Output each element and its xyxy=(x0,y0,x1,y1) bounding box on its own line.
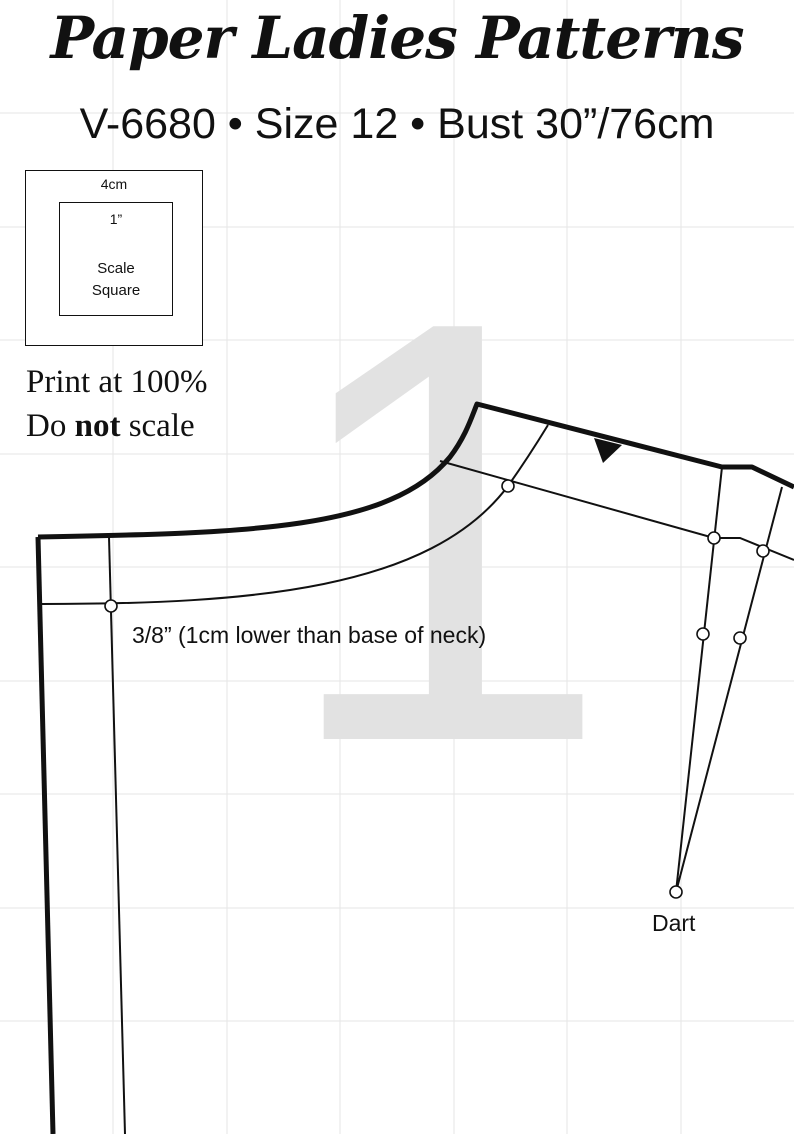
neckline-note: 3/8” (1cm lower than base of neck) xyxy=(132,622,487,648)
scale-square-outer: 4cm 1” Scale Square xyxy=(25,170,203,346)
dart-leg-left xyxy=(675,466,723,893)
cutting-line-neckline xyxy=(37,401,794,540)
print-note-line1: Print at 100% xyxy=(26,364,208,400)
dart-label: Dart xyxy=(652,910,696,936)
marker-neck-shoulder xyxy=(501,479,515,493)
cutting-line-center-front xyxy=(35,536,56,1134)
scale-inner-label: 1” xyxy=(109,211,123,227)
scale-outer-label: 4cm xyxy=(100,176,128,192)
notch-marker xyxy=(594,438,622,463)
print-note-suffix: scale xyxy=(120,408,195,444)
marker-dart-top-right xyxy=(756,544,770,558)
print-note-line2: Do not scale xyxy=(26,404,207,448)
print-note-prefix: Do xyxy=(26,408,75,444)
seam-line-center-front xyxy=(108,536,126,1134)
print-note-bold: not xyxy=(74,408,121,444)
scale-caption-line1: Scale xyxy=(97,260,135,277)
scale-caption: Scale Square xyxy=(60,258,172,302)
marker-dart-mid-left xyxy=(696,627,710,641)
scale-square-inner: 1” Scale Square xyxy=(59,202,173,316)
marker-dart-top-left xyxy=(707,531,721,545)
marker-dart-point xyxy=(669,885,683,899)
brand-title: Paper Ladies Patterns xyxy=(50,4,744,72)
marker-neck-seam xyxy=(104,599,118,613)
print-note: Print at 100% Do not scale xyxy=(26,360,207,448)
scale-caption-line2: Square xyxy=(91,282,141,299)
marker-dart-mid-right xyxy=(733,631,747,645)
seam-line-neckline xyxy=(41,424,549,605)
seam-line-shoulder xyxy=(439,460,794,561)
pattern-info: V-6680 • Size 12 • Bust 30”/76cm xyxy=(79,100,715,148)
